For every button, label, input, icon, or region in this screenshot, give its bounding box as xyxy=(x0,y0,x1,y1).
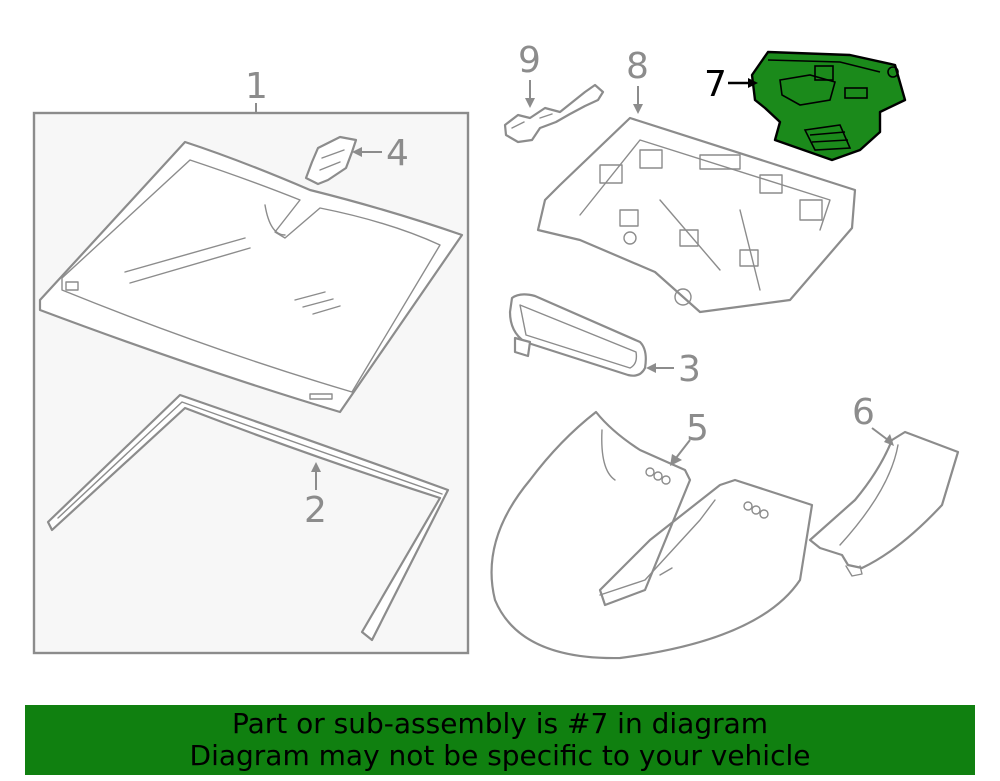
callout-5[interactable]: 5 xyxy=(686,408,709,449)
arrow-9 xyxy=(525,98,535,108)
mounting-bracket[interactable] xyxy=(536,116,857,314)
arrow-2 xyxy=(311,462,321,472)
rearview-mirror[interactable] xyxy=(508,293,647,377)
wire-harness[interactable] xyxy=(503,83,605,144)
windshield-moulding[interactable] xyxy=(46,393,450,642)
windshield-glass[interactable] xyxy=(38,140,464,414)
leader-5 xyxy=(675,439,691,459)
trim-cover[interactable] xyxy=(808,430,960,577)
arrow-5 xyxy=(670,454,682,466)
callout-3[interactable]: 3 xyxy=(678,349,701,390)
arrow-6 xyxy=(884,434,894,446)
callout-4[interactable]: 4 xyxy=(386,133,409,174)
arrow-7 xyxy=(748,78,758,88)
parts-diagram: 1 4 2 9 xyxy=(32,40,960,660)
arrow-8 xyxy=(633,104,643,114)
leader-6 xyxy=(871,427,889,441)
callout-1[interactable]: 1 xyxy=(245,66,268,107)
callout-8[interactable]: 8 xyxy=(626,46,649,87)
info-banner: Part or sub-assembly is #7 in diagram Di… xyxy=(25,705,975,775)
arrow-3 xyxy=(646,363,656,373)
callout-9[interactable]: 9 xyxy=(518,40,541,81)
callout-2[interactable]: 2 xyxy=(304,490,327,531)
banner-line-2: Diagram may not be specific to your vehi… xyxy=(189,739,811,772)
callout-6[interactable]: 6 xyxy=(852,392,875,433)
banner-line-1: Part or sub-assembly is #7 in diagram xyxy=(231,707,769,740)
callout-7[interactable]: 7 xyxy=(704,64,727,105)
highlighted-module-7[interactable] xyxy=(750,50,907,162)
windshield-clip[interactable] xyxy=(304,135,358,186)
arrow-4 xyxy=(352,147,362,157)
mirror-cover[interactable] xyxy=(490,410,814,660)
